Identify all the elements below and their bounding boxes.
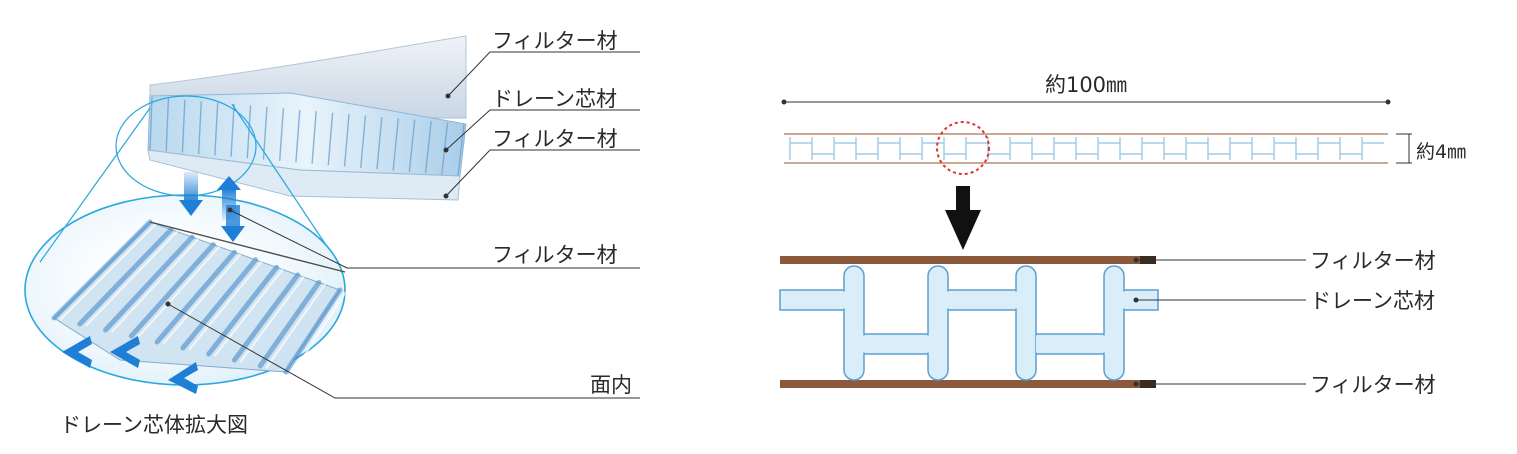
- magnifier-line-left: [39, 107, 151, 263]
- highlight-circle: [936, 121, 990, 175]
- right-label-drain-core: ドレーン芯材: [1310, 289, 1435, 313]
- label-in-plane: 面内: [590, 373, 632, 397]
- drain-core-profile: [779, 265, 1159, 381]
- left-leaders: [167, 51, 640, 399]
- width-label: 約100㎜: [1045, 73, 1127, 97]
- thickness-label: 約4㎜: [1416, 141, 1466, 163]
- core-fill: [781, 268, 1157, 378]
- filter-layer-top: [780, 256, 1156, 264]
- detail-filter-edge: [149, 221, 346, 273]
- core-ribs: [149, 96, 465, 177]
- label-filter-top: フィルター材: [492, 29, 618, 53]
- flow-arrows-vertical: [179, 172, 245, 242]
- right-label-filter-top: フィルター材: [1310, 249, 1436, 273]
- right-panel: 約100㎜ 約4㎜: [779, 73, 1466, 397]
- caption-core-enlarged: ドレーン芯体拡大図: [60, 413, 248, 437]
- right-label-filter-bottom: フィルター材: [1310, 373, 1436, 397]
- filter-layer-bottom: [780, 380, 1156, 388]
- magnifier-line-right: [231, 103, 327, 246]
- zoom-arrow: [945, 186, 981, 250]
- left-leader-dots: [165, 93, 451, 307]
- thickness-dimension: 約4㎜: [1396, 133, 1466, 164]
- label-filter-bottom: フィルター材: [492, 127, 618, 151]
- drain-core-plate: [147, 92, 467, 201]
- left-panel: フィルター材 ドレーン芯材 フィルター材 フィルター材 面内 ドレーン芯体拡大図: [24, 29, 640, 437]
- overview-section: [784, 121, 1388, 175]
- label-filter-detail: フィルター材: [492, 243, 618, 267]
- width-dimension: 約100㎜: [781, 73, 1391, 105]
- enlarged-core: [51, 219, 347, 375]
- overview-core-pattern: [789, 137, 1384, 160]
- enlarged-section: [779, 256, 1159, 388]
- enlarged-ribs: [51, 219, 347, 375]
- right-leaders: [1136, 259, 1306, 385]
- flow-arrows-in-plane: [62, 336, 198, 394]
- label-drain-core: ドレーン芯材: [492, 87, 617, 111]
